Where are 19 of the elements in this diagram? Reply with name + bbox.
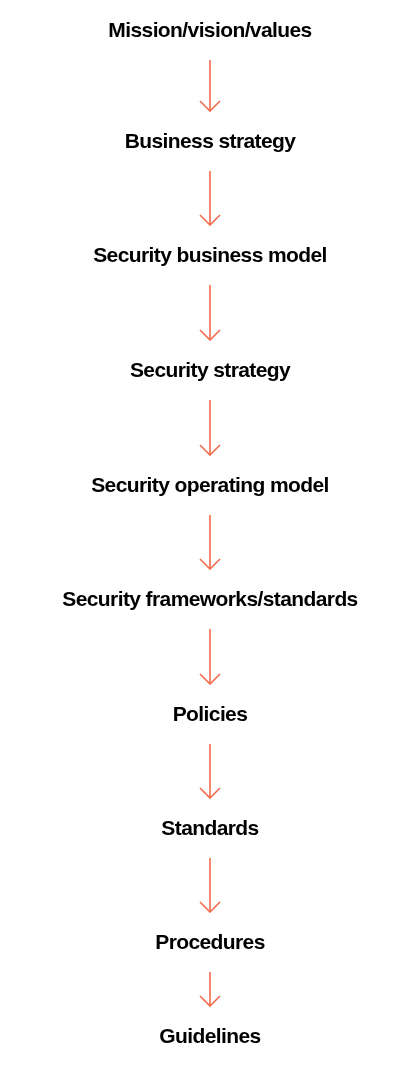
step-label: Security business model (93, 243, 327, 267)
step-label: Procedures (155, 930, 265, 954)
step-label: Security strategy (129, 358, 291, 382)
arrow (199, 399, 221, 456)
arrow (199, 514, 221, 570)
step-label: Business strategy (124, 129, 296, 153)
step-label: Security frameworks/standards (62, 587, 358, 611)
step-label: Security operating model (91, 473, 329, 497)
step-label: Mission/vision/values (108, 18, 312, 42)
step-label: Policies (172, 702, 248, 726)
arrow (199, 59, 221, 112)
arrow (199, 857, 221, 913)
step-label: Standards (161, 816, 259, 840)
arrow (199, 170, 221, 226)
arrow (199, 284, 221, 341)
arrow (199, 971, 221, 1007)
arrow (199, 628, 221, 685)
step-label: Guidelines (159, 1024, 261, 1048)
arrow (199, 743, 221, 799)
